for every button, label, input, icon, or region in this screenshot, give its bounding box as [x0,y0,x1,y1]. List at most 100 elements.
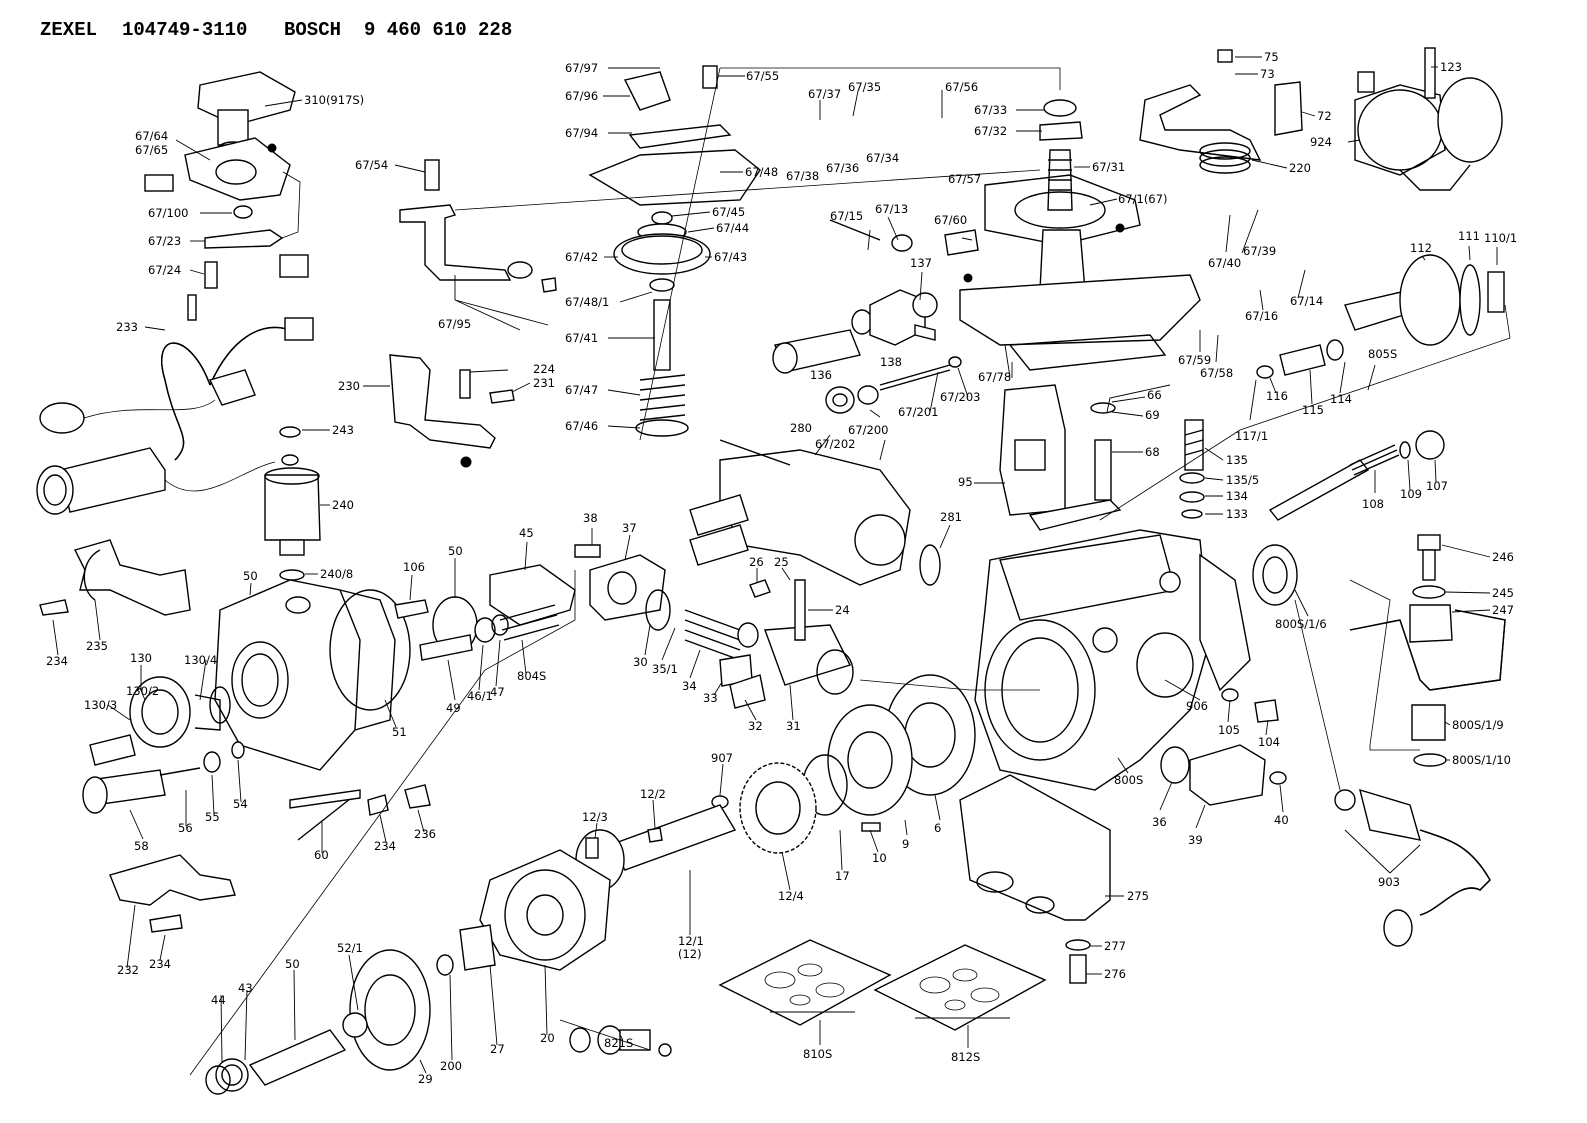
label-112: 112 [1410,241,1432,255]
label-67-37: 67/37 [808,87,841,101]
label-810s: 810S [803,1047,832,1061]
label-50a: 50 [448,544,463,558]
label-67-203: 67/203 [940,390,980,404]
label-233: 233 [116,320,138,334]
label-67-45: 67/45 [712,205,745,219]
label-67-16: 67/16 [1245,309,1278,323]
label-903: 903 [1378,875,1400,889]
cover-plate-45 [394,564,576,661]
label-67-201: 67/201 [898,405,938,419]
label-106: 106 [403,560,425,574]
label-800s: 800S [1114,773,1143,787]
cam-plate-housing [459,849,672,1057]
label-52-1: 52/1 [337,941,363,955]
label-135: 135 [1226,453,1248,467]
label-67-32: 67/32 [974,124,1007,138]
label-9: 9 [902,837,909,851]
label-26: 26 [749,555,764,569]
governor-cover-67-1 [959,99,1201,371]
bracket-230 [389,354,515,468]
wiring-harness-233 [36,254,314,515]
callout-labels: 67/97 67/55 67/96 67/94 67/48 67/45 67/4… [46,50,1517,1086]
label-50c: 50 [285,957,300,971]
label-67-24: 67/24 [148,263,181,277]
control-unit-95 [999,384,1122,531]
banjo-fitting-246 [1349,534,1506,767]
diagram-header: ZEXEL 104749-3110 BOSCH 9 460 610 228 [40,19,512,41]
label-245: 245 [1492,586,1514,600]
label-906: 906 [1186,699,1208,713]
label-6: 6 [934,821,941,835]
label-67-202: 67/202 [815,437,855,451]
label-110-1: 110/1 [1484,231,1517,245]
label-137: 137 [910,256,932,270]
label-67-65: 67/65 [135,143,168,157]
label-73: 73 [1260,67,1275,81]
label-116: 116 [1266,389,1288,403]
label-107: 107 [1426,479,1448,493]
label-36: 36 [1152,815,1167,829]
label-67-200: 67/200 [848,423,888,437]
boost-component-924 [1354,47,1503,191]
label-123: 123 [1440,60,1462,74]
timer-valve-107-116 [1256,254,1505,521]
label-46-1: 46/1 [467,689,493,703]
label-67-43: 67/43 [714,250,747,264]
plunger-135 [1179,419,1205,519]
label-134: 134 [1226,489,1248,503]
label-37: 37 [622,521,637,535]
label-800s-1-9: 800S/1/9 [1452,718,1504,732]
label-232: 232 [117,963,139,977]
label-105: 105 [1218,723,1240,737]
lower-left-fasteners [159,767,361,809]
label-276: 276 [1104,967,1126,981]
label-12-1b: (12) [678,947,702,961]
lever-72-220 [1139,49,1303,174]
label-67-64: 67/64 [135,129,168,143]
label-117-1: 117/1 [1235,429,1268,443]
label-68: 68 [1145,445,1160,459]
label-20: 20 [540,1031,555,1045]
label-67-44: 67/44 [716,221,749,235]
stop-solenoid-240 [264,426,321,581]
brand-zexel: ZEXEL [40,19,97,41]
repair-kit-812s [873,944,1047,1031]
label-67-47: 67/47 [565,383,598,397]
label-234b: 234 [374,839,396,853]
label-114: 114 [1330,392,1352,406]
label-25: 25 [774,555,789,569]
label-39: 39 [1188,833,1203,847]
label-136: 136 [810,368,832,382]
label-56: 56 [178,821,193,835]
label-49: 49 [446,701,461,715]
label-67-42: 67/42 [565,250,598,264]
cam-disc-29 [205,949,454,1095]
label-67-38: 67/38 [786,169,819,183]
label-280: 280 [790,421,812,435]
label-277: 277 [1104,939,1126,953]
label-12-1: 12/1 [678,934,704,948]
mounting-bracket-275 [959,774,1111,984]
label-236: 236 [414,827,436,841]
label-30: 30 [633,655,648,669]
label-246: 246 [1492,550,1514,564]
label-240: 240 [332,498,354,512]
label-45: 45 [519,526,534,540]
label-67-46: 67/46 [565,419,598,433]
label-275: 275 [1127,889,1149,903]
label-67-48: 67/48 [745,165,778,179]
label-243: 243 [332,423,354,437]
label-104: 104 [1258,735,1280,749]
label-115: 115 [1302,403,1324,417]
label-67-15: 67/15 [830,209,863,223]
bracket-67-95 [399,159,557,293]
label-130-3: 130/3 [84,698,117,712]
label-67-41: 67/41 [565,331,598,345]
label-17: 17 [835,869,850,883]
label-75: 75 [1264,50,1279,64]
label-12-2: 12/2 [640,787,666,801]
label-12-4: 12/4 [778,889,804,903]
label-130-4: 130/4 [184,653,217,667]
label-67-100: 67/100 [148,206,188,220]
